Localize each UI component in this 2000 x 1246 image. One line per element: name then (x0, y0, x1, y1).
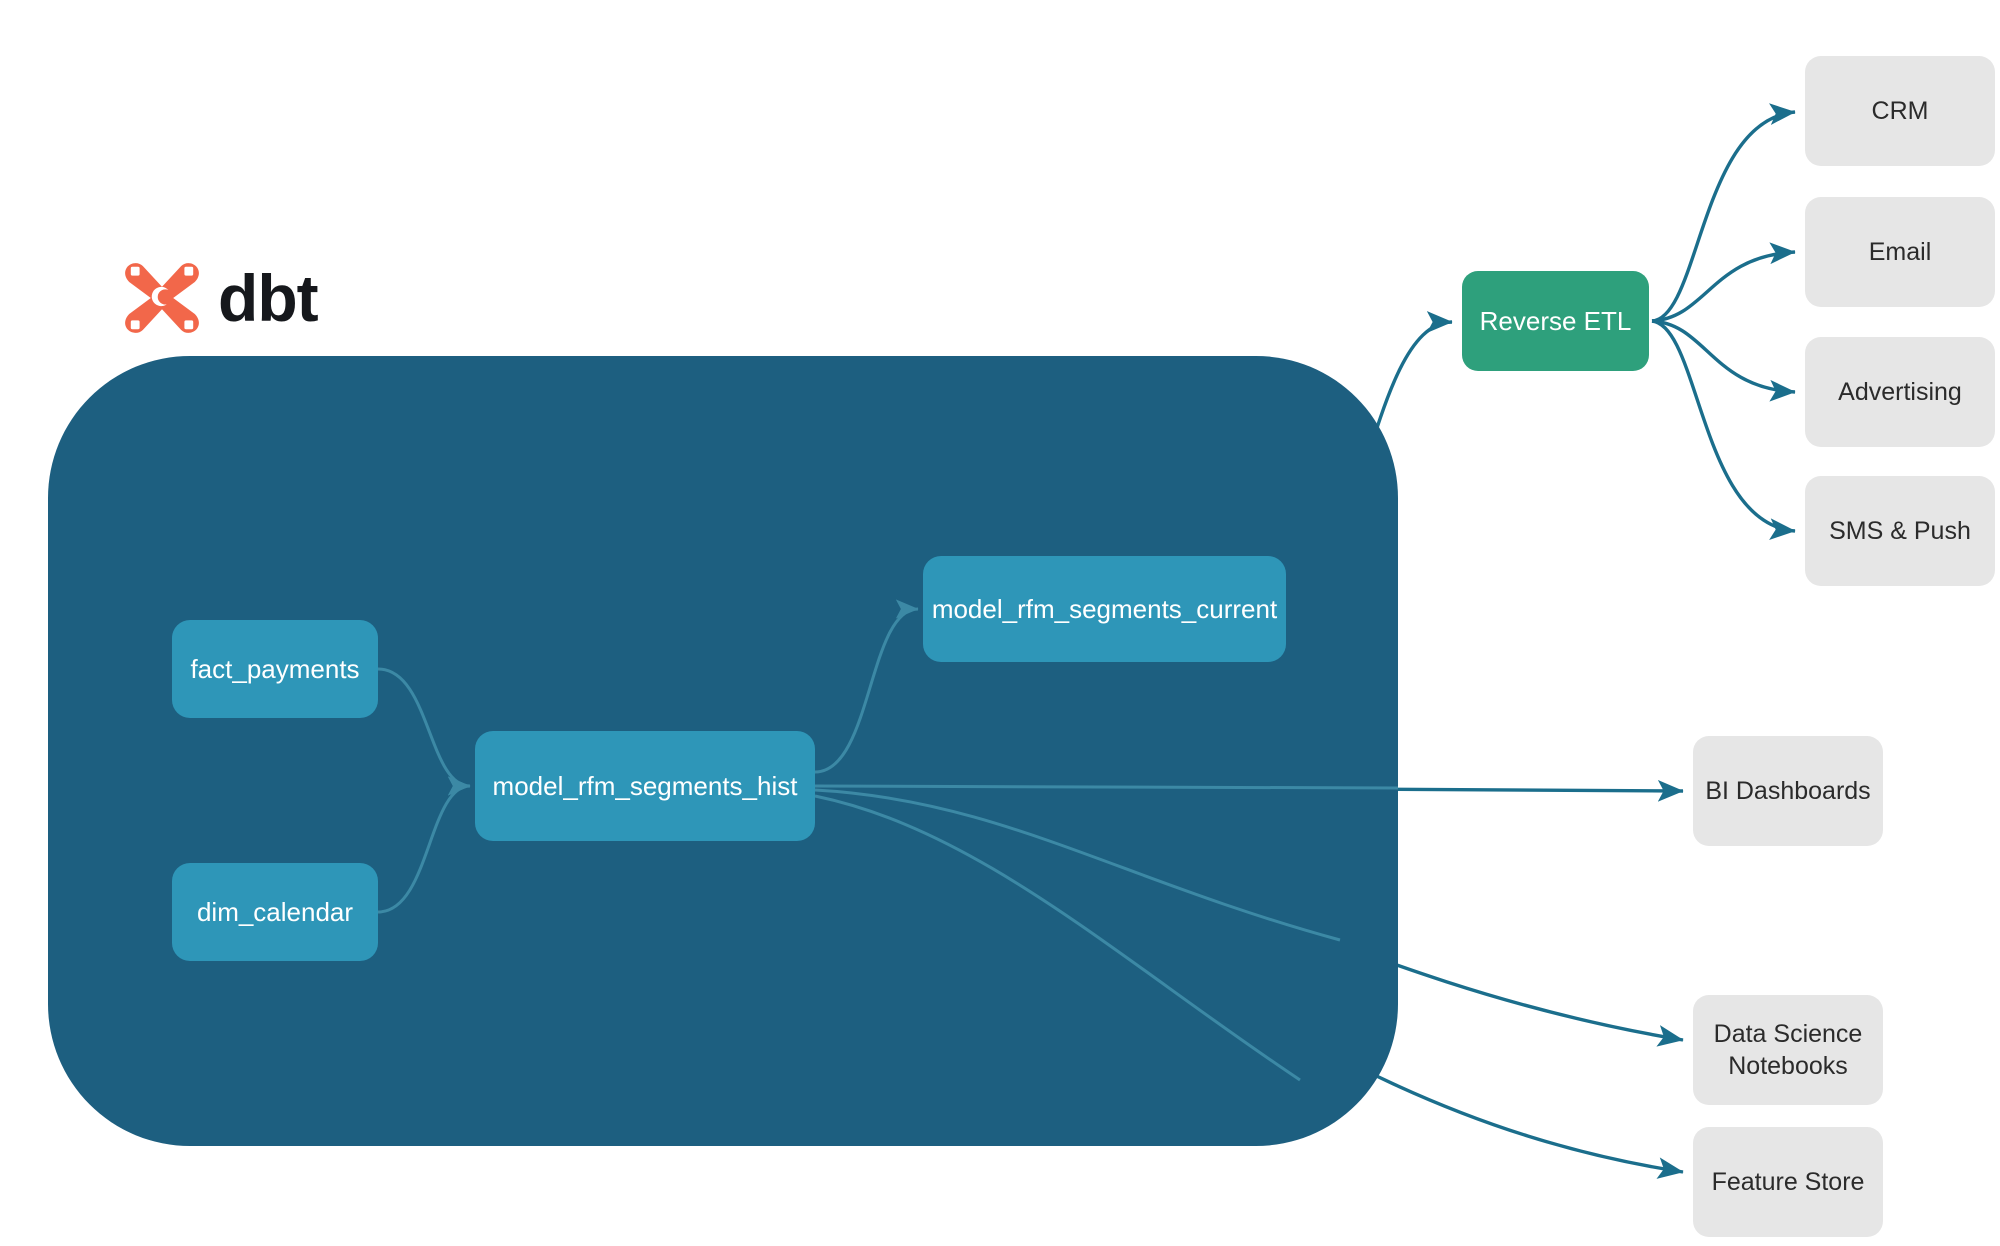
edge-reverse-etl-to-advertising (1651, 319, 1796, 402)
edge-reverse-etl-to-crm (1651, 103, 1796, 323)
destination-label: Advertising (1838, 378, 1962, 406)
destination-node-sms-push[interactable]: SMS & Push (1805, 476, 1995, 586)
destination-label: Feature Store (1711, 1168, 1865, 1196)
destination-label: BI Dashboards (1705, 777, 1871, 805)
model-node-model-rfm-segments-current[interactable]: model_rfm_segments_current (923, 556, 1286, 662)
destination-node-feature-store[interactable]: Feature Store (1693, 1127, 1883, 1237)
destination-label: Email (1868, 238, 1932, 266)
destination-node-data-science-notebooks[interactable]: Data Science Notebooks (1693, 995, 1883, 1105)
model-node-fact-payments[interactable]: fact_payments (172, 620, 378, 718)
model-node-label: fact_payments (190, 653, 360, 684)
destination-label: Data Science Notebooks (1713, 1020, 1863, 1080)
model-node-label: dim_calendar (196, 896, 354, 927)
model-node-model-rfm-segments-hist[interactable]: model_rfm_segments_hist (475, 731, 815, 841)
destination-label: SMS & Push (1829, 517, 1971, 545)
dbt-logo-icon (125, 263, 199, 333)
dbt-brand-lockup: dbt (122, 258, 319, 338)
reverse-etl-node[interactable]: Reverse ETL (1462, 271, 1649, 371)
model-node-dim-calendar[interactable]: dim_calendar (172, 863, 378, 961)
destination-node-crm[interactable]: CRM (1805, 56, 1995, 166)
destination-node-bi-dashboards[interactable]: BI Dashboards (1693, 736, 1883, 846)
destination-label: CRM (1871, 97, 1929, 125)
reverse-etl-label: Reverse ETL (1479, 305, 1632, 336)
destination-node-email[interactable]: Email (1805, 197, 1995, 307)
destination-node-advertising[interactable]: Advertising (1805, 337, 1995, 447)
edge-reverse-etl-to-sms-push (1651, 319, 1796, 540)
model-node-label: model_rfm_segments_hist (492, 770, 798, 801)
model-node-label: model_rfm_segments_current (931, 593, 1278, 624)
dbt-wordmark: dbt (218, 261, 319, 335)
edge-reverse-etl-to-email (1651, 242, 1796, 323)
